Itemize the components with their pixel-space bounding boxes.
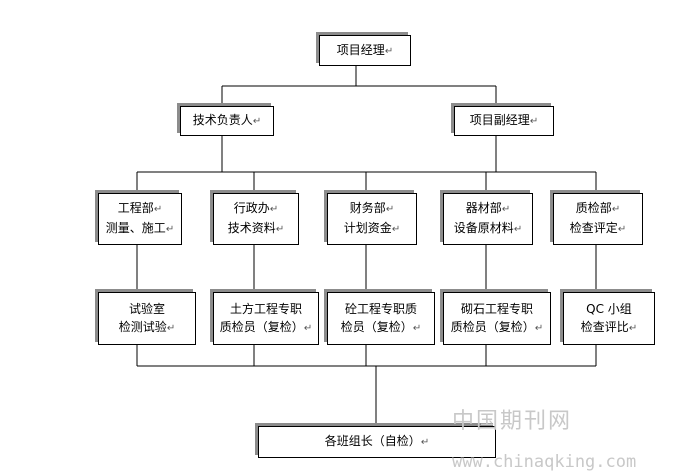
node-qc-dept: 质检部↵ 检查评定↵ (553, 193, 643, 245)
node-engineering-dept: 工程部↵ 测量、施工↵ (98, 193, 182, 245)
node-team-leaders: 各班组长（自检）↵ (258, 426, 496, 458)
node-equipment-dept: 器材部↵ 设备原材料↵ (443, 193, 533, 245)
watermark-url: www.chinaqking.com (452, 452, 637, 472)
node-concrete-inspector: 砼工程专职质 检员（复检）↵ (327, 292, 435, 345)
node-qc-group: QC 小组 检查评比↵ (563, 292, 655, 345)
node-finance-dept: 财务部↵ 计划资金↵ (327, 193, 417, 245)
node-project-manager: 项目经理↵ (319, 35, 411, 66)
node-deputy-project-manager: 项目副经理↵ (454, 106, 554, 136)
node-admin-office: 行政办↵ 技术资料↵ (213, 193, 299, 245)
node-text: 项目经理↵ (336, 42, 394, 57)
watermark-site-name: 中国期刊网 (452, 409, 573, 434)
node-earthwork-inspector: 土方工程专职 质检员（复检）↵ (213, 292, 319, 345)
node-laboratory: 试验室 检测试验↵ (98, 292, 196, 345)
node-technical-lead: 技术负责人↵ (180, 106, 274, 136)
node-masonry-inspector: 砌石工程专职 质检员（复检）↵ (443, 292, 551, 345)
